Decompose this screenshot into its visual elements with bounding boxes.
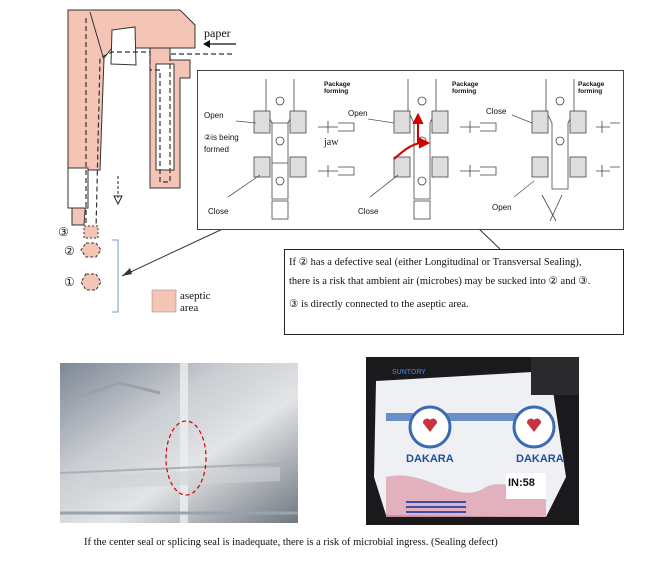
open-label-3: Open — [492, 203, 512, 212]
paper-label: paper — [204, 26, 231, 40]
package-forming-label-1: Package forming — [324, 81, 351, 95]
note-line-1: If ② has a defective seal (either Longit… — [289, 257, 582, 268]
close-label-3: Close — [486, 107, 507, 116]
photo-center-seal — [60, 363, 298, 523]
bracket — [112, 239, 119, 313]
risk-note-box: If ② has a defective seal (either Longit… — [284, 249, 624, 335]
circle-1-label: ① — [64, 275, 75, 289]
legend-swatch — [151, 289, 177, 313]
chute-cutout — [110, 26, 137, 66]
close-label-1: Close — [208, 207, 229, 216]
formed-label: formed — [204, 145, 229, 154]
package-3 — [83, 225, 99, 239]
brand-label: SUNTORY — [392, 369, 426, 376]
circle-2-label: ② — [64, 244, 75, 258]
defect-highlight — [165, 420, 207, 496]
carton-photo — [374, 357, 579, 517]
jaw-drawings — [227, 79, 620, 222]
photo-damaged-carton: SUNTORY DAKARA DAKARA IN:58 — [366, 357, 579, 525]
caption: If the center seal or splicing seal is i… — [84, 537, 498, 548]
note-connector — [477, 227, 501, 250]
jaw-label: jaw — [324, 137, 339, 148]
note-line-3: ③ is directly connected to the aseptic a… — [289, 299, 469, 310]
close-label-2: Close — [358, 207, 379, 216]
package-forming-label-3: Package forming — [578, 81, 605, 95]
tube-lower-box — [67, 167, 89, 209]
chute-slot — [155, 63, 175, 171]
product-label-1: DAKARA — [406, 453, 454, 465]
open-label-1: Open — [204, 111, 224, 120]
is-being-label: ②is being — [204, 133, 239, 142]
product-label-2: DAKARA — [516, 453, 564, 465]
center-seal-photo — [60, 363, 298, 523]
jaw-inset-panel: Package forming Package forming Package … — [197, 70, 624, 230]
package-forming-label-2: Package forming — [452, 81, 479, 95]
package-1 — [80, 273, 102, 291]
note-line-2: there is a risk that ambient air (microb… — [289, 276, 591, 287]
handwritten-stamp: IN:58 — [508, 477, 535, 489]
legend-label: aseptic area — [180, 290, 211, 314]
open-label-2: Open — [348, 109, 368, 118]
package-2 — [80, 242, 102, 258]
circle-3-label: ③ — [58, 225, 69, 239]
paper-web-path — [95, 51, 232, 231]
